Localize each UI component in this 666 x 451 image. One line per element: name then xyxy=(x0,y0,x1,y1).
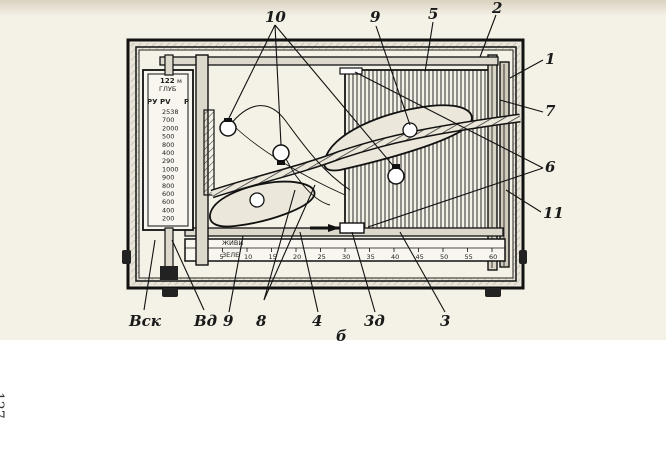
scale-col-right: Р xyxy=(184,98,189,106)
lower-rod xyxy=(184,222,504,237)
scale-value: 200 xyxy=(162,215,174,223)
ruler-tick-label: 45 xyxy=(416,253,424,261)
subfigure-label: б xyxy=(336,327,347,345)
twisted-cable xyxy=(210,113,521,199)
membrane-marker-upper xyxy=(402,122,418,138)
membrane-marker-lower xyxy=(249,192,265,208)
callout-8: 8 xyxy=(256,312,267,330)
scale-value: 1000 xyxy=(162,165,179,173)
callout-3d: 3д xyxy=(364,312,385,330)
callout-4: 4 xyxy=(312,312,322,330)
page-number: 127 xyxy=(0,392,6,419)
ruler-tick-label: 40 xyxy=(391,253,399,261)
lamp-3 xyxy=(387,164,405,185)
scale-header-left: 122 xyxy=(160,77,175,85)
bottom-ruler: 051015202530354045505560 ЖИВИ ЗЕЛЕ xyxy=(184,238,506,262)
scale-value: 600 xyxy=(162,190,174,198)
scale-value: 400 xyxy=(162,206,174,214)
top-rod xyxy=(159,56,499,75)
scale-value: 2000 xyxy=(162,124,179,132)
ruler-tick-label: 30 xyxy=(342,253,350,261)
scale-subheader: ГЛУБ xyxy=(159,85,176,93)
scale-header-right: м xyxy=(177,77,182,85)
scale-value: 600 xyxy=(162,198,174,206)
callout-9-top: 9 xyxy=(370,8,381,26)
coil-housing xyxy=(203,109,215,196)
scale-value: 500 xyxy=(162,133,174,141)
scale-value: 800 xyxy=(162,182,174,190)
right-rods xyxy=(487,54,510,271)
scale-col-mid: PV xyxy=(160,98,171,106)
ruler-tick-label: 20 xyxy=(293,253,301,261)
depth-scale-panel: 122 м ГЛУБ РУ PV Р 253870020005008004002… xyxy=(142,54,209,280)
ruler-tick-label: 50 xyxy=(440,253,448,261)
scale-value: 2538 xyxy=(162,108,179,116)
ruler-label-bottom: ЗЕЛЕ xyxy=(222,251,239,259)
ruler-label-top: ЖИВИ xyxy=(222,239,243,247)
callout-11: 11 xyxy=(543,204,564,222)
ruler-tick-label: 25 xyxy=(318,253,326,261)
case-feet xyxy=(122,250,527,297)
callout-1: 1 xyxy=(545,50,555,68)
callout-10: 10 xyxy=(265,8,286,26)
callout-7: 7 xyxy=(545,102,556,120)
callout-9-bottom: 9 xyxy=(223,312,234,330)
scale-value: 700 xyxy=(162,116,174,124)
scan-shadow xyxy=(0,0,666,16)
ruler-tick-label: 55 xyxy=(465,253,473,261)
callout-b-sk: Вск xyxy=(128,312,162,330)
ruler-tick-label: 10 xyxy=(244,253,252,261)
callout-3: 3 xyxy=(440,312,450,330)
ruler-tick-label: 60 xyxy=(489,253,497,261)
ruler-tick-label: 15 xyxy=(269,253,277,261)
callout-b-d: Вд xyxy=(193,312,217,330)
ruler-tick-label: 35 xyxy=(367,253,375,261)
scale-value: 400 xyxy=(162,149,174,157)
leader-lines xyxy=(143,14,544,313)
callout-2: 2 xyxy=(491,0,502,17)
scale-value: 900 xyxy=(162,174,174,182)
callout-6: 6 xyxy=(545,158,556,176)
scale-value: 800 xyxy=(162,141,174,149)
ruler-tick-label: 5 xyxy=(220,253,224,261)
scale-value: 290 xyxy=(162,157,174,165)
callout-5: 5 xyxy=(428,5,438,23)
scale-col-left: РУ xyxy=(147,98,158,106)
